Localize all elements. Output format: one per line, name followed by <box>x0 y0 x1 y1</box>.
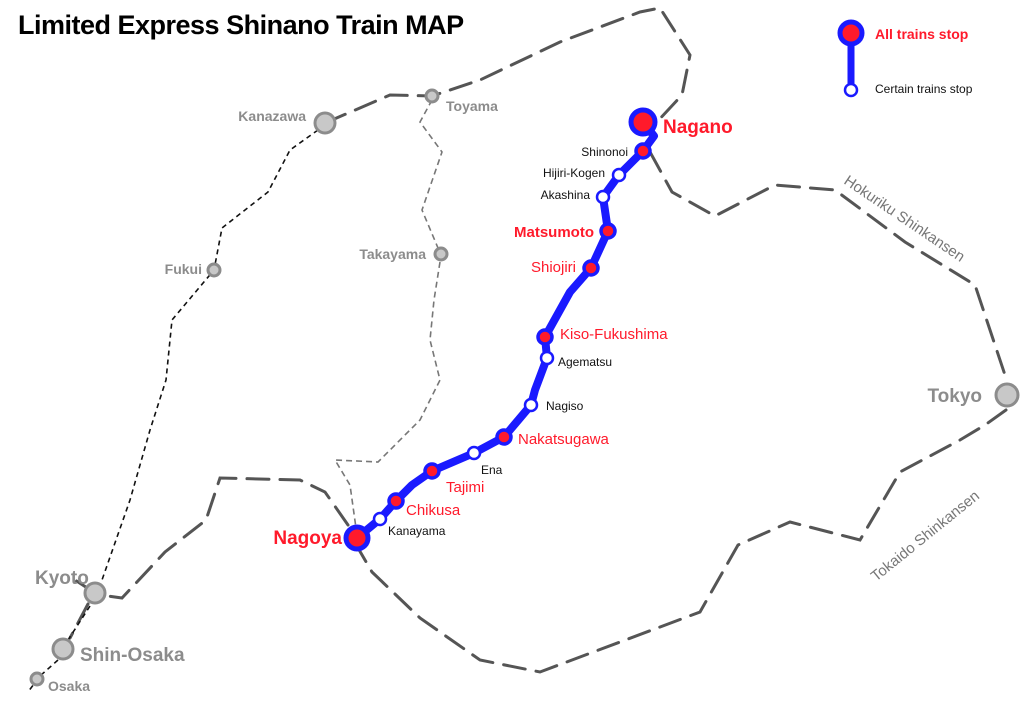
osaka-marker <box>29 671 45 687</box>
city-label-osaka: Osaka <box>48 678 90 694</box>
station-label-tajimi: Tajimi <box>446 479 484 496</box>
station-label-nagoya: Nagoya <box>273 528 342 549</box>
kyoto-marker <box>83 581 107 605</box>
legend-all-stop-marker <box>837 19 865 47</box>
takayama-marker <box>433 246 449 262</box>
toyama-marker <box>424 88 440 104</box>
legend: All trains stop Certain trains stop <box>837 19 973 98</box>
station-marker-kanayama <box>372 511 388 527</box>
legend-certain-stop-label: Certain trains stop <box>875 82 973 96</box>
city-label-tokyo: Tokyo <box>927 386 982 407</box>
station-marker-agematsu <box>539 350 555 366</box>
station-label-shinonoi: Shinonoi <box>581 145 628 159</box>
station-marker-nagoya <box>343 524 371 552</box>
legend-certain-stop-marker <box>843 82 859 98</box>
hokuriku-thunderbird-line <box>27 129 319 693</box>
station-label-ena: Ena <box>481 463 503 477</box>
station-label-shiojiri: Shiojiri <box>531 259 576 276</box>
fukui-marker <box>206 262 222 278</box>
station-label-agematsu: Agematsu <box>558 355 612 369</box>
station-label-nagiso: Nagiso <box>546 399 584 413</box>
station-label-nagano: Nagano <box>663 117 733 138</box>
city-label-fukui: Fukui <box>165 261 202 277</box>
line-label-hokuriku-shinkansen: Hokuriku Shinkansen <box>841 172 968 265</box>
tokaido-line-west <box>106 476 350 600</box>
legend-all-stop-label: All trains stop <box>875 26 968 42</box>
city-label-kanazawa: Kanazawa <box>238 108 306 124</box>
station-marker-tajimi <box>423 462 441 480</box>
map-title: Limited Express Shinano Train MAP <box>18 10 464 40</box>
city-label-shin-osaka: Shin-Osaka <box>80 645 185 666</box>
line-label-tokaido-shinkansen: Tokaido Shinkansen <box>868 487 983 585</box>
stations: NaganoShinonoiHijiri-KogenAkashinaMatsum… <box>273 107 733 552</box>
city-label-toyama: Toyama <box>446 98 498 114</box>
kanazawa-marker <box>313 111 337 135</box>
station-label-akashina: Akashina <box>541 188 591 202</box>
hokuriku-line-west <box>323 6 692 126</box>
station-marker-nagano <box>628 107 658 137</box>
station-marker-nagiso <box>523 397 539 413</box>
station-marker-matsumoto <box>599 222 617 240</box>
shin-osaka-marker <box>51 637 75 661</box>
hokuriku-shinkansen-line <box>648 150 1008 380</box>
station-label-hijiri-kogen: Hijiri-Kogen <box>543 166 605 180</box>
station-marker-hijiri-kogen <box>611 167 627 183</box>
station-label-chikusa: Chikusa <box>406 502 461 519</box>
station-label-matsumoto: Matsumoto <box>514 224 594 241</box>
station-marker-chikusa <box>387 492 405 510</box>
station-label-kanayama: Kanayama <box>388 524 446 538</box>
station-label-kiso-fukushima: Kiso-Fukushima <box>560 326 668 343</box>
tokaido-shinkansen-line <box>356 408 1008 674</box>
station-marker-akashina <box>595 189 611 205</box>
station-marker-kiso-fukushima <box>536 328 554 346</box>
station-marker-nakatsugawa <box>495 428 513 446</box>
station-marker-shinonoi <box>634 142 652 160</box>
city-label-takayama: Takayama <box>359 246 426 262</box>
station-marker-shiojiri <box>582 259 600 277</box>
tokyo-marker <box>994 382 1020 408</box>
station-marker-ena <box>466 445 482 461</box>
station-label-nakatsugawa: Nakatsugawa <box>518 431 610 448</box>
city-label-kyoto: Kyoto <box>35 568 89 589</box>
takayama-line <box>333 99 443 529</box>
